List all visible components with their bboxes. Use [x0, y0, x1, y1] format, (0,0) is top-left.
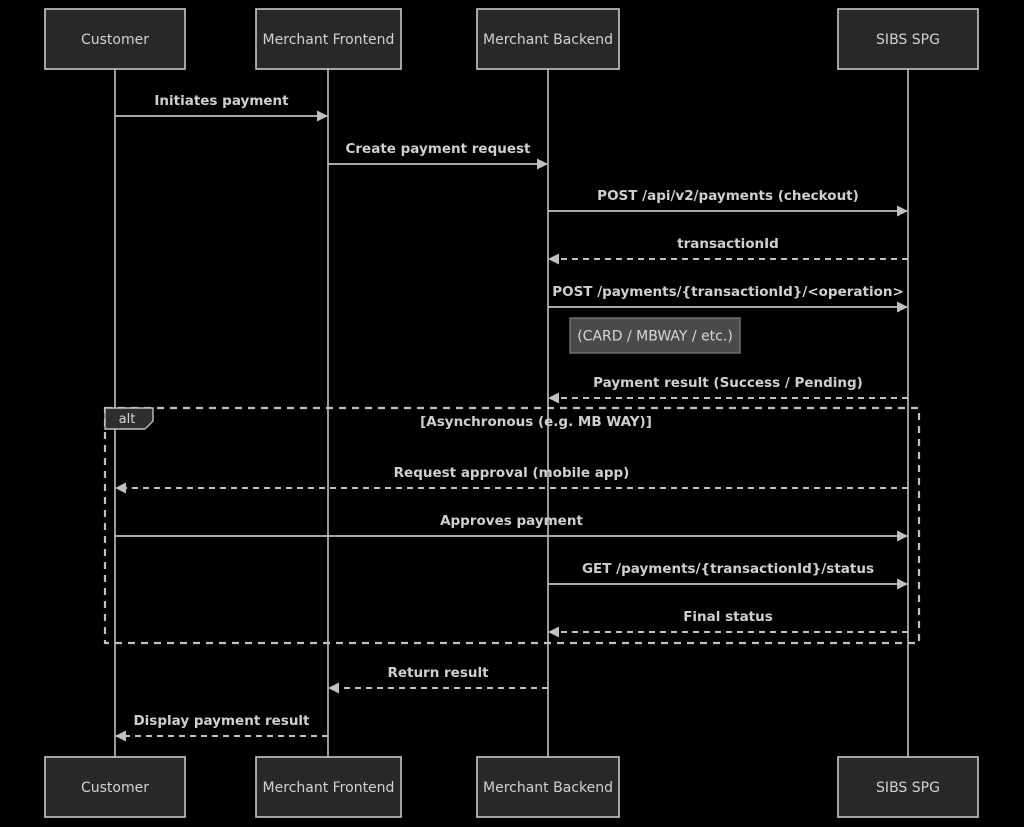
message-label: POST /api/v2/payments (checkout): [597, 188, 859, 204]
participant-merchant-frontend-bottom[interactable]: Merchant Frontend: [255, 756, 402, 818]
participant-label: SIBS SPG: [876, 32, 940, 48]
participant-customer-bottom[interactable]: Customer: [44, 756, 186, 818]
message-label: Display payment result: [133, 713, 310, 729]
message-arrowhead: [897, 578, 908, 590]
message-label: Initiates payment: [154, 93, 289, 109]
message-label: Return result: [387, 665, 489, 681]
lifelines-layer: [114, 69, 909, 757]
message-label: POST /payments/{transactionId}/<operatio…: [552, 284, 904, 300]
message-m5: POST /payments/{transactionId}/<operatio…: [548, 284, 908, 313]
fragment-condition-label: [Asynchronous (e.g. MB WAY)]: [420, 414, 652, 430]
message-m3: POST /api/v2/payments (checkout): [548, 188, 908, 217]
message-label: Payment result (Success / Pending): [593, 375, 863, 391]
participant-box[interactable]: [837, 8, 979, 70]
participant-box[interactable]: [255, 756, 402, 818]
message-arrowhead: [897, 205, 908, 217]
participant-label: Merchant Backend: [483, 780, 613, 796]
message-arrowhead: [115, 482, 126, 494]
message-m12: Display payment result: [115, 713, 328, 742]
message-arrowhead: [537, 158, 548, 170]
participant-merchant-backend-top[interactable]: Merchant Backend: [476, 8, 620, 70]
participant-label: Customer: [81, 32, 149, 48]
message-arrowhead: [897, 301, 908, 313]
message-arrowhead: [897, 530, 908, 542]
message-arrowhead: [548, 626, 559, 638]
message-arrowhead: [115, 730, 126, 742]
participant-merchant-backend-bottom[interactable]: Merchant Backend: [476, 756, 620, 818]
message-m1: Initiates payment: [115, 93, 328, 122]
participant-box[interactable]: [476, 8, 620, 70]
message-m7: Request approval (mobile app): [115, 465, 908, 494]
participant-label: SIBS SPG: [876, 780, 940, 796]
message-arrowhead: [328, 682, 339, 694]
fragment-outline: [103, 406, 921, 645]
note-note-methods: (CARD / MBWAY / etc.): [569, 317, 741, 354]
participant-box[interactable]: [44, 8, 186, 70]
message-arrowhead: [317, 110, 328, 122]
fragments-layer: alt [Asynchronous (e.g. MB WAY)]: [103, 406, 921, 645]
message-label: Request approval (mobile app): [394, 465, 630, 481]
message-m6: Payment result (Success / Pending): [548, 375, 908, 404]
participant-box[interactable]: [255, 8, 402, 70]
message-label: Create payment request: [345, 141, 531, 157]
message-m8: Approves payment: [115, 513, 908, 542]
participant-label: Merchant Frontend: [263, 32, 395, 48]
message-m4: transactionId: [548, 236, 908, 265]
fragment-alt-async: alt [Asynchronous (e.g. MB WAY)]: [103, 406, 921, 645]
message-m2: Create payment request: [328, 141, 548, 170]
participant-label: Merchant Backend: [483, 32, 613, 48]
message-arrowhead: [548, 392, 559, 404]
note-label: (CARD / MBWAY / etc.): [577, 329, 733, 345]
message-arrowhead: [548, 253, 559, 265]
participant-box[interactable]: [44, 756, 186, 818]
participant-label: Merchant Frontend: [263, 780, 395, 796]
message-m10: Final status: [548, 609, 908, 638]
note-box: [569, 317, 741, 354]
participant-sibs-spg-bottom[interactable]: SIBS SPG: [837, 756, 979, 818]
fragment-operator-label: alt: [119, 412, 136, 427]
notes-layer: (CARD / MBWAY / etc.): [569, 317, 741, 354]
participant-sibs-spg-top[interactable]: SIBS SPG: [837, 8, 979, 70]
message-label: Approves payment: [440, 513, 583, 529]
participant-box[interactable]: [476, 756, 620, 818]
fragment-operator-tab: [104, 407, 154, 430]
participant-merchant-frontend-top[interactable]: Merchant Frontend: [255, 8, 402, 70]
message-label: GET /payments/{transactionId}/status: [582, 561, 874, 577]
message-m11: Return result: [328, 665, 548, 694]
message-label: transactionId: [677, 236, 779, 252]
participant-customer-top[interactable]: Customer: [44, 8, 186, 70]
message-label: Final status: [683, 609, 773, 625]
participant-label: Customer: [81, 780, 149, 796]
participant-box[interactable]: [837, 756, 979, 818]
message-m9: GET /payments/{transactionId}/status: [548, 561, 908, 590]
